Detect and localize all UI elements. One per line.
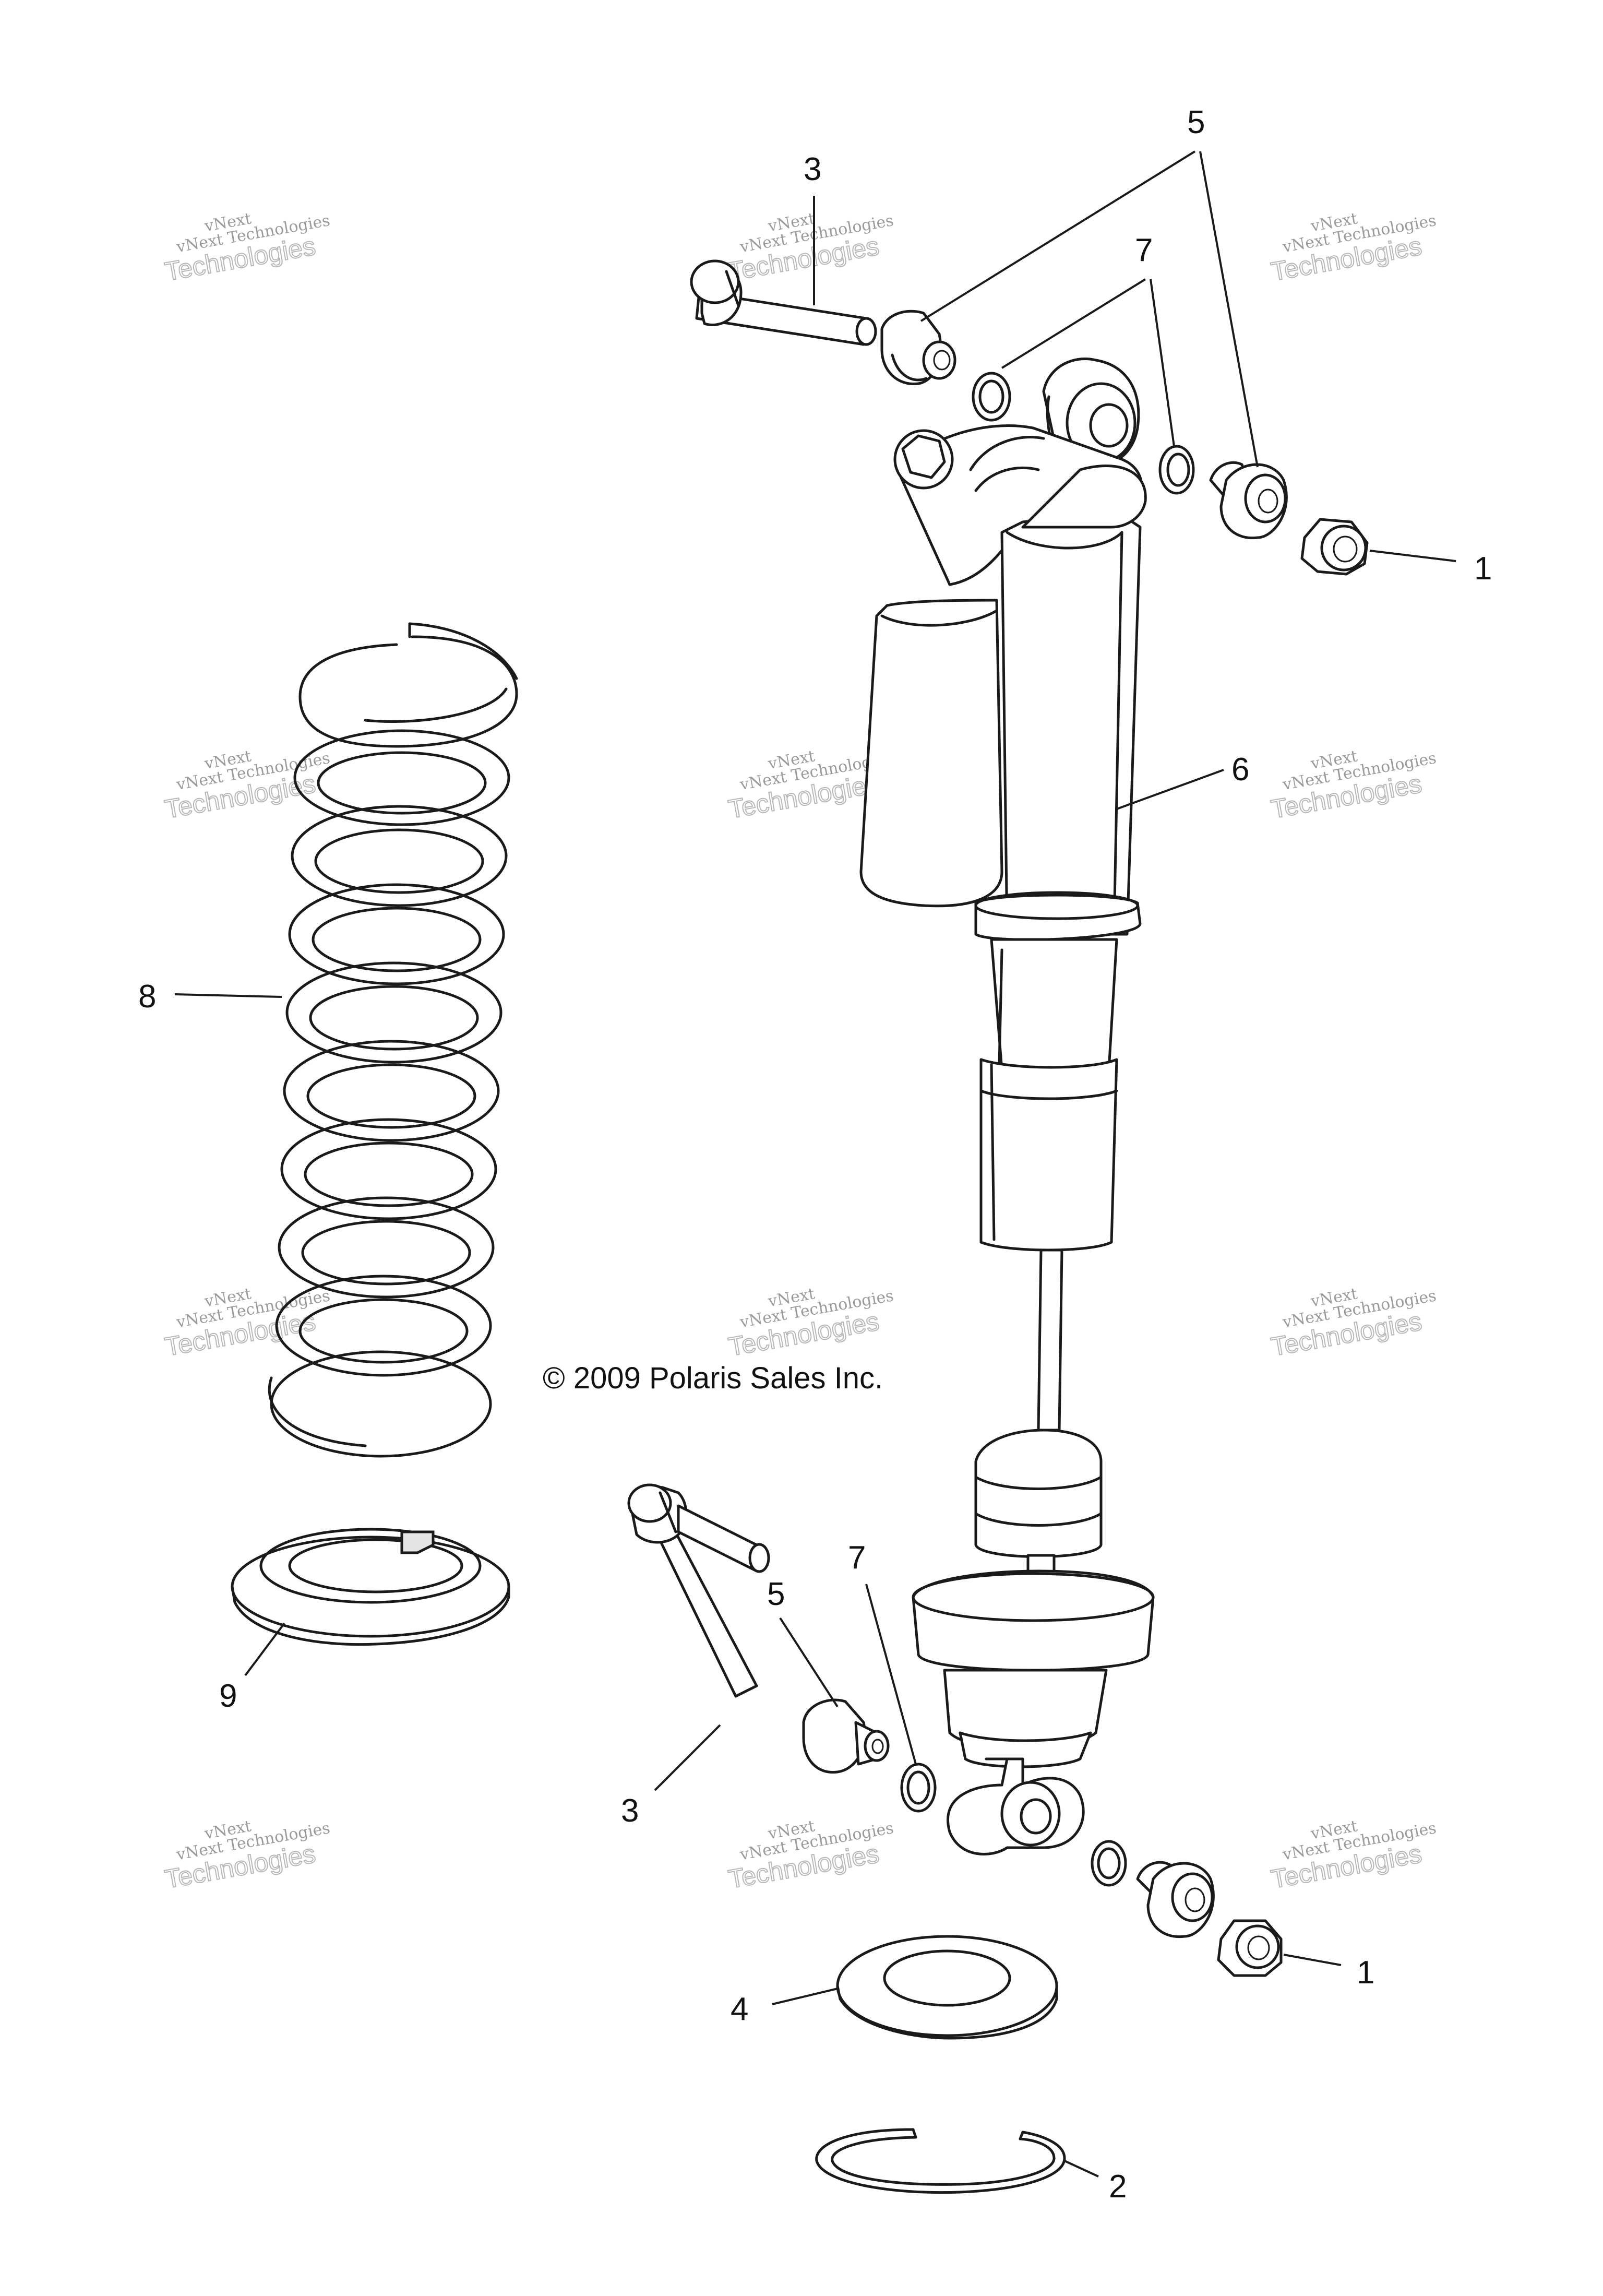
part-5-bushing-upper-right (1209, 461, 1288, 540)
leader-lines (174, 150, 1456, 2178)
callouts: 1 1 2 3 3 4 5 5 6 7 7 8 9 (138, 104, 1492, 2205)
part-5-bushing-lower-right (1136, 1861, 1215, 1938)
part-8-coil-spring (268, 622, 518, 1458)
leader-5-upper-left (920, 150, 1196, 322)
leader-3-lower (654, 1724, 721, 1791)
part-3-bolt-lower-shank-main (677, 1504, 770, 1573)
leader-7-lower (865, 1584, 917, 1765)
leader-5-upper-right (1199, 151, 1259, 468)
leader-2 (1064, 2160, 1099, 2178)
leader-1-lower (1283, 1954, 1342, 1966)
callout-8: 8 (138, 979, 156, 1015)
watermark: vNext vNext Technologies Technologies (1269, 747, 1438, 824)
leader-6 (1116, 769, 1224, 810)
copyright-text: © 2009 Polaris Sales Inc. (543, 1361, 883, 1395)
callout-5-upper: 5 (1187, 104, 1205, 140)
part-5-bushing-lower (802, 1698, 890, 1774)
part-9-spring-retainer (231, 1528, 510, 1646)
callout-1-lower: 1 (1357, 1955, 1374, 1991)
leader-7-upper-left (1001, 278, 1146, 369)
watermark: vNext vNext Technologies Technologies (162, 209, 332, 287)
callout-3-upper: 3 (804, 151, 821, 187)
watermark: vNext vNext Technologies Technologies (726, 1817, 895, 1894)
watermark: vNext vNext Technologies Technologies (726, 1284, 895, 1362)
part-1-nut-upper (1300, 518, 1369, 576)
leader-4 (772, 1988, 838, 2005)
leader-9 (244, 1622, 285, 1676)
watermark: vNext vNext Technologies Technologies (1269, 1284, 1438, 1362)
watermark: vNext vNext Technologies Technologies (162, 747, 332, 824)
callout-2: 2 (1109, 2169, 1127, 2205)
part-2-retaining-ring (815, 2128, 1066, 2194)
callout-7-lower: 7 (848, 1540, 866, 1576)
leader-1-upper (1369, 550, 1456, 562)
leader-8 (174, 993, 282, 998)
part-1-nut-lower (1217, 1919, 1283, 1977)
part-5-bushing-upper-left (880, 310, 956, 386)
callout-7-upper: 7 (1135, 232, 1153, 268)
part-3-bolt-upper (690, 259, 877, 346)
part-6-shock-absorber (859, 358, 1155, 1855)
callout-1-upper: 1 (1474, 551, 1492, 587)
watermark: vNext vNext Technologies Technologies (1269, 209, 1438, 287)
part-4-spring-seat (836, 1935, 1058, 2040)
callout-3-lower: 3 (621, 1793, 639, 1829)
part-7-washer-lower-right (1091, 1840, 1127, 1887)
watermark: vNext vNext Technologies Technologies (1269, 1817, 1438, 1894)
callout-5-lower: 5 (767, 1576, 785, 1612)
part-7-washer-upper-left (972, 372, 1011, 422)
coil-spring-coils (268, 622, 518, 1458)
watermark: vNext vNext Technologies Technologies (726, 209, 895, 287)
part-7-washer-lower-left (900, 1763, 937, 1813)
leader-7-upper-right (1150, 279, 1175, 447)
callout-6: 6 (1231, 752, 1249, 788)
callout-4: 4 (731, 1991, 748, 2027)
part-7-washer-upper-right (1158, 445, 1195, 495)
callout-9: 9 (219, 1678, 237, 1714)
watermark: vNext vNext Technologies Technologies (162, 1817, 332, 1894)
leader-5-lower (779, 1617, 839, 1708)
